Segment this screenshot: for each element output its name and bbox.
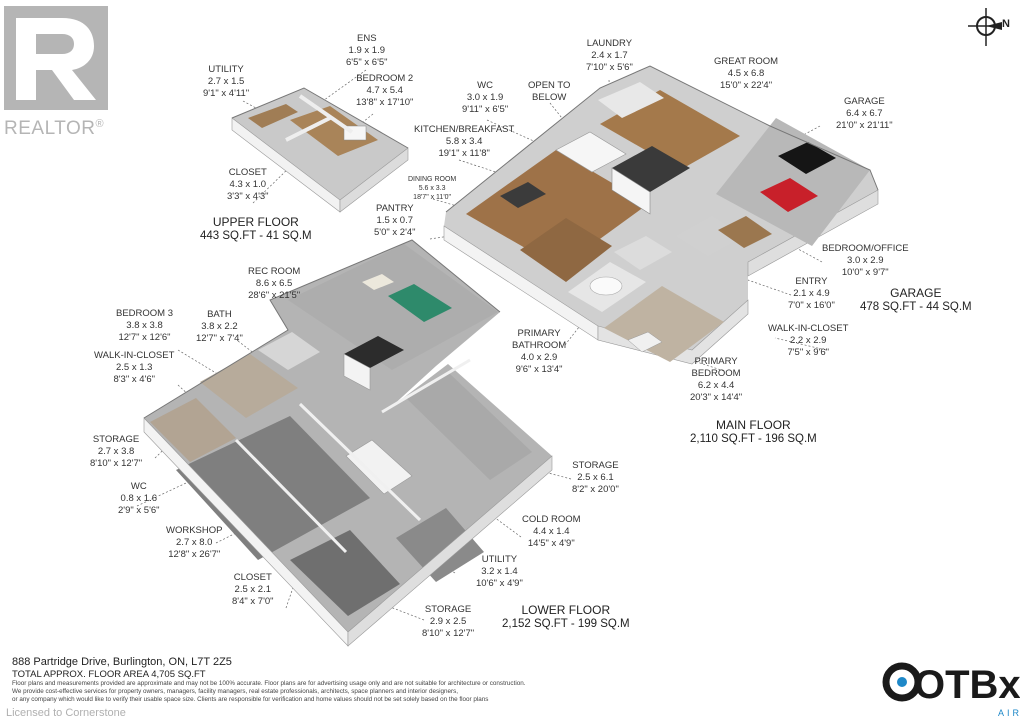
disclaimer-line: or any company which would like to verif… — [12, 696, 489, 703]
lower-floor-plan — [143, 239, 553, 647]
property-address: 888 Partridge Drive, Burlington, ON, L7T… — [12, 656, 232, 668]
disclaimer-line: Floor plans and measurements provided ar… — [12, 680, 526, 687]
otbx-air-label: AIR — [998, 708, 1020, 718]
licensed-watermark: Licensed to Cornerstone — [6, 707, 126, 719]
compass: N — [962, 4, 1010, 48]
compass-icon — [968, 8, 1002, 46]
compass-north-label: N — [1002, 18, 1010, 30]
upper-floor-plan — [231, 87, 409, 213]
disclaimer-line: We provide cost-effective services for p… — [12, 688, 459, 695]
realtor-r-icon — [4, 6, 108, 110]
main-floor-plan — [443, 65, 879, 365]
total-floor-area: TOTAL APPROX. FLOOR AREA 4,705 SQ.FT — [12, 669, 206, 680]
realtor-wordmark: REALTOR® — [4, 118, 105, 139]
realtor-logo: REALTOR® — [4, 6, 112, 139]
otbx-logo: OTBx AIR — [880, 658, 1021, 720]
footer: 888 Partridge Drive, Burlington, ON, L7T… — [12, 656, 872, 704]
otbx-wordmark: OTBx — [914, 663, 1020, 707]
